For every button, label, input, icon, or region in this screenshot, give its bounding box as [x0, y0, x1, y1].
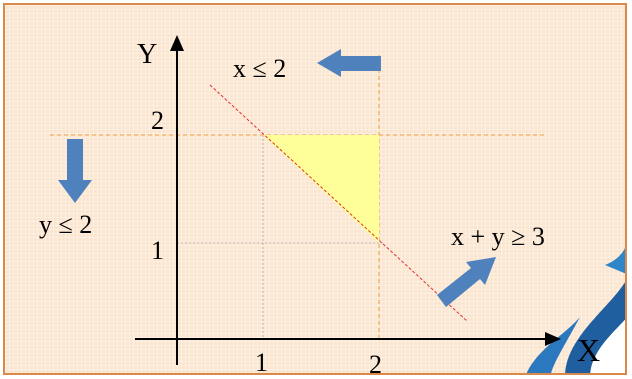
left-arrow-icon: [317, 49, 381, 77]
line-x-plus-y-equals-3: [209, 84, 468, 322]
down-arrow-icon: [58, 139, 92, 203]
constraint-label-x-le-2: x ≤ 2: [233, 54, 286, 83]
x-axis-label: X: [577, 332, 600, 368]
x-axis-arrowhead: [545, 332, 561, 346]
diagonal-arrow-icon: [437, 257, 496, 307]
corner-logo-icon: [526, 247, 625, 373]
inequality-diagram: Y X 1 2 2 1 x ≤ 2 y ≤ 2 x + y ≥ 3: [39, 35, 625, 375]
constraint-label-x-plus-y-ge-3: x + y ≥ 3: [451, 222, 545, 251]
y-tick-label-1: 1: [151, 236, 164, 265]
feasible-region: [263, 135, 379, 243]
y-axis-arrowhead: [170, 35, 184, 51]
constraint-label-y-le-2: y ≤ 2: [39, 210, 92, 239]
y-tick-label-2: 2: [151, 106, 164, 135]
slide-canvas: Y X 1 2 2 1 x ≤ 2 y ≤ 2 x + y ≥ 3: [3, 3, 627, 375]
x-tick-label-1: 1: [255, 348, 268, 375]
x-tick-label-2: 2: [369, 350, 382, 375]
y-axis-label: Y: [137, 39, 157, 70]
